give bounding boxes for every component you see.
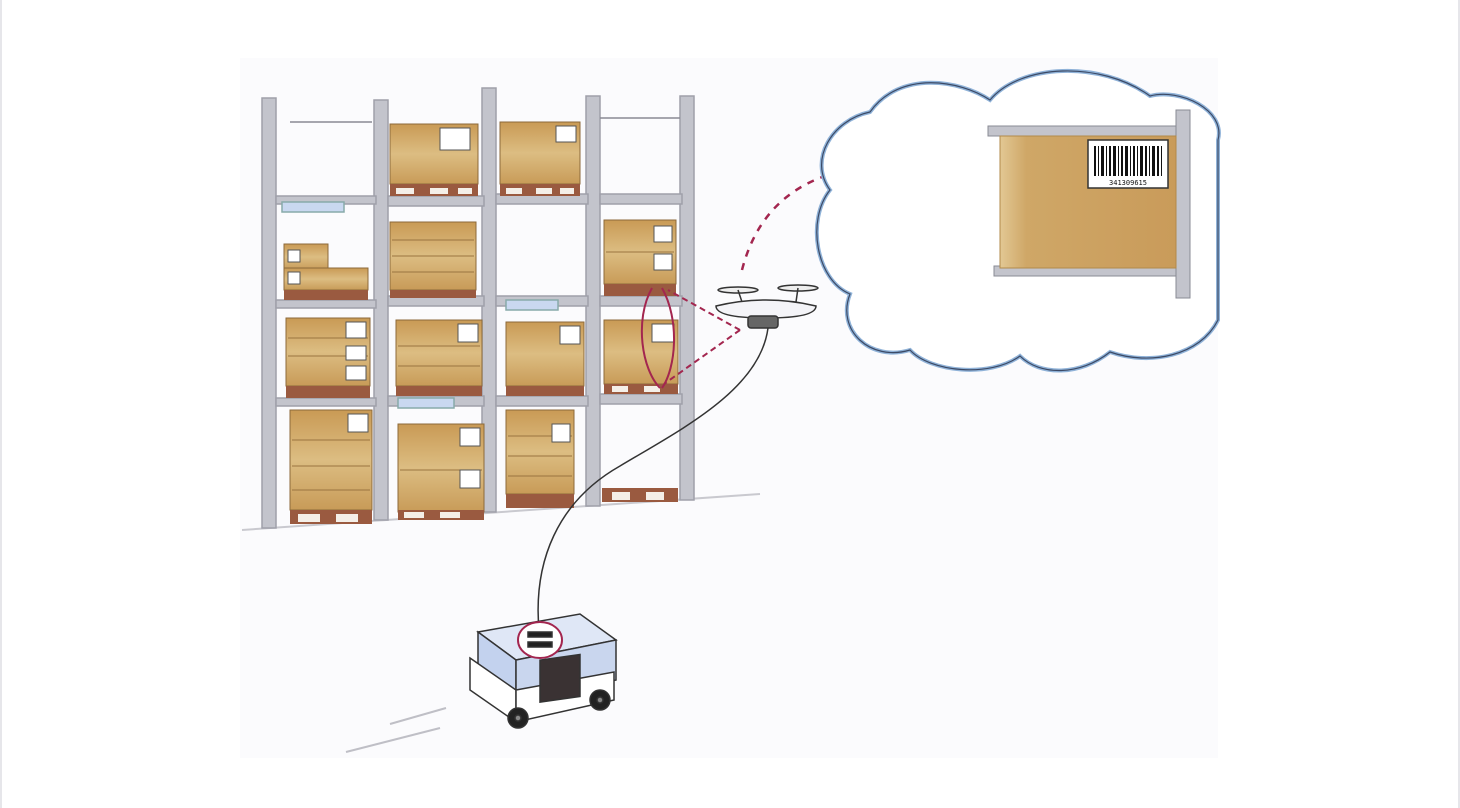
scan-beams	[640, 287, 741, 389]
box-labels	[287, 125, 675, 489]
pallet-slots	[298, 188, 664, 522]
box-details	[288, 239, 674, 491]
pallet-rack	[261, 87, 695, 529]
ground-robot	[469, 613, 618, 729]
barcode-number: 341309615	[1109, 179, 1147, 187]
scan-thought-cloud	[814, 69, 1221, 373]
inventory-drone	[715, 284, 819, 329]
barcode-label: 341309615	[1087, 139, 1169, 189]
tether-cable	[537, 327, 769, 641]
left-frame-border	[0, 0, 2, 808]
rack-boxes	[283, 121, 679, 513]
motion-lines	[345, 707, 447, 753]
right-frame-border	[1458, 0, 1460, 808]
